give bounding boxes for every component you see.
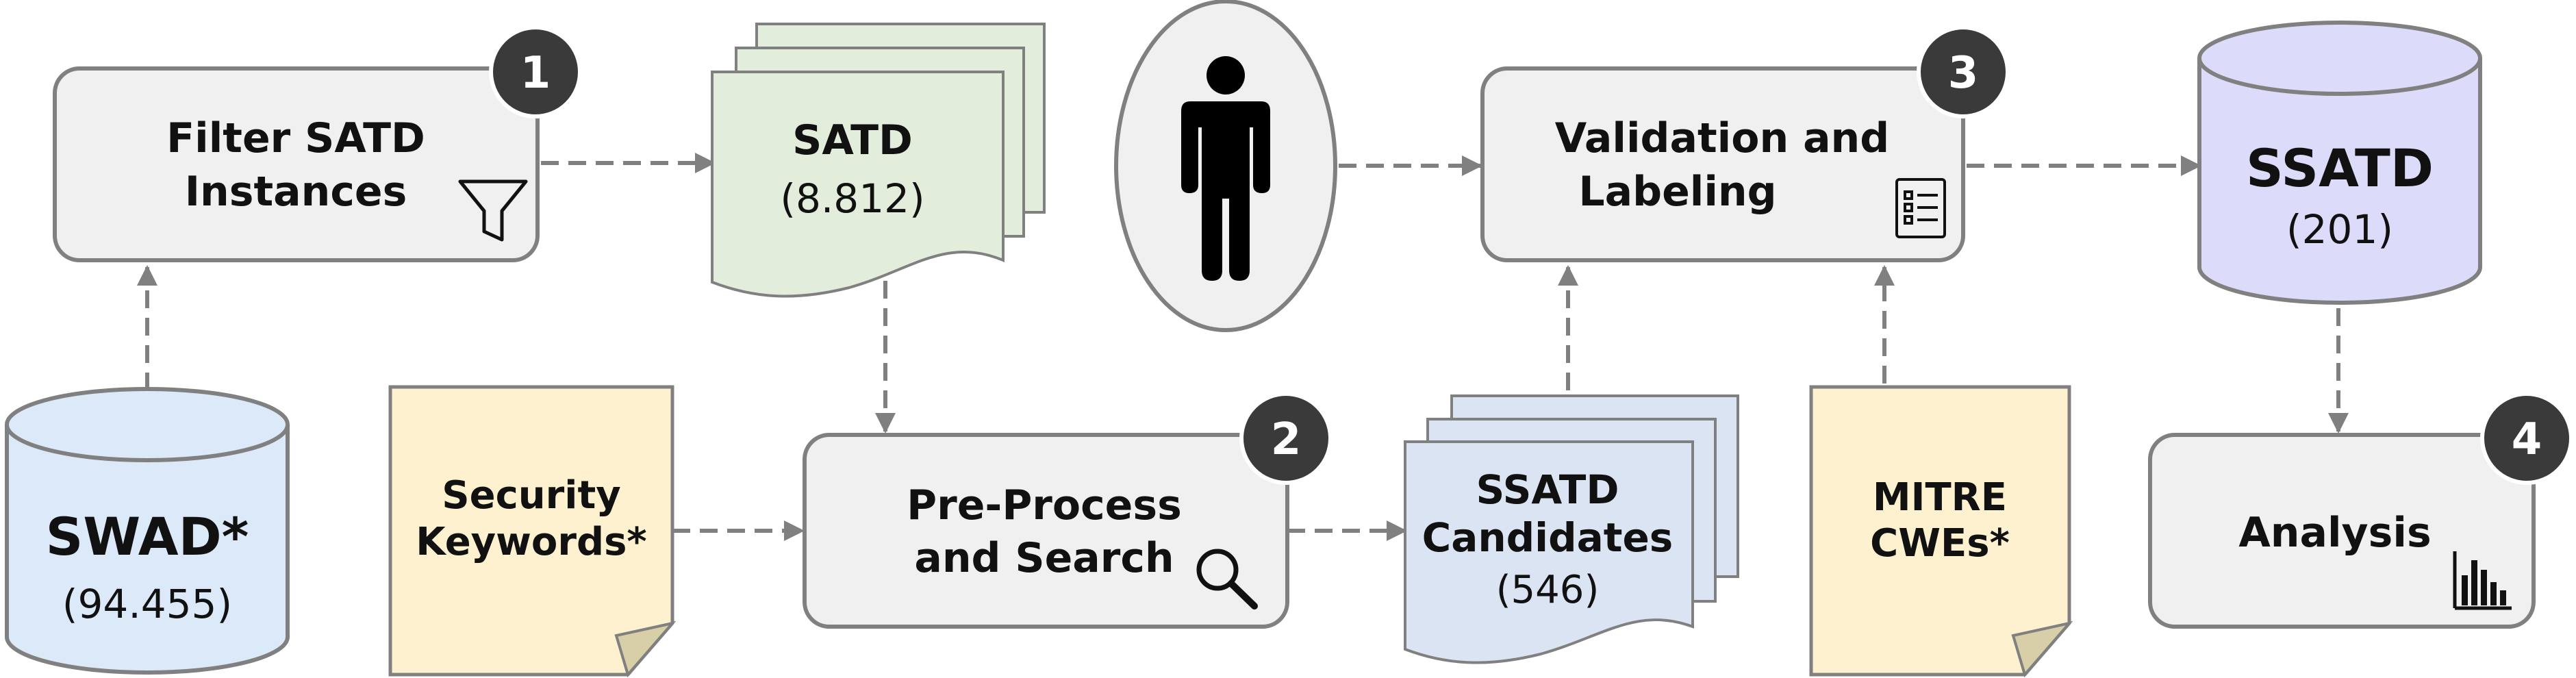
step-label-line1: Filter SATD bbox=[166, 114, 425, 162]
db-body bbox=[5, 425, 290, 675]
step-label-line1: Validation and bbox=[1555, 114, 1889, 162]
db-swad: SWAD* (94.455) bbox=[5, 387, 290, 675]
process-box bbox=[53, 66, 540, 262]
funnel-icon bbox=[458, 179, 528, 242]
step-label-line1: Pre-Process bbox=[907, 481, 1182, 529]
process-box bbox=[2148, 433, 2536, 629]
step-badge bbox=[489, 25, 582, 118]
step-badge bbox=[1917, 25, 2010, 118]
note-keywords: Security Keywords* bbox=[388, 385, 677, 678]
doc-title-line2: Candidates bbox=[1422, 514, 1674, 561]
step-preprocess: Pre-Process and Search 2 bbox=[803, 392, 1333, 629]
doc-candidates: SSATD Candidates (546) bbox=[1404, 394, 1739, 664]
note-line2: Keywords* bbox=[416, 520, 646, 564]
step-label: Analysis bbox=[2238, 509, 2431, 557]
doc-title: SATD bbox=[792, 116, 913, 164]
step-badge-number: 3 bbox=[1948, 48, 1979, 99]
step-badge bbox=[2480, 392, 2573, 485]
db-top bbox=[2197, 21, 2482, 96]
human-actor bbox=[1114, 0, 1337, 332]
connectors bbox=[137, 153, 2349, 541]
db-title: SSATD bbox=[2246, 138, 2434, 199]
doc-sheet-front bbox=[1404, 440, 1694, 664]
step-label-line2: Instances bbox=[185, 168, 407, 216]
step-validation: Validation and Labeling 3 bbox=[1480, 25, 2010, 262]
note-line1: MITRE bbox=[1873, 475, 2007, 520]
note-cwes: MITRE CWEs* bbox=[1809, 385, 2073, 678]
note-fold bbox=[2011, 620, 2073, 678]
doc-title-line1: SSATD bbox=[1476, 466, 1619, 513]
note-fold bbox=[614, 620, 677, 678]
db-ssatd: SSATD (201) bbox=[2197, 21, 2482, 305]
doc-count: (8.812) bbox=[780, 175, 924, 222]
note-line1: Security bbox=[442, 473, 620, 518]
db-title: SWAD* bbox=[46, 506, 249, 567]
step-analysis: Analysis 4 bbox=[2148, 392, 2573, 629]
step-label-line2: and Search bbox=[914, 534, 1174, 582]
magnifier-icon bbox=[1196, 549, 1258, 610]
doc-sheet-front bbox=[711, 71, 1005, 298]
step-badge-number: 1 bbox=[520, 48, 551, 99]
checklist-icon bbox=[1895, 178, 1946, 238]
bar-chart-icon bbox=[2453, 551, 2512, 610]
process-box bbox=[803, 433, 1289, 629]
doc-satd: SATD (8.812) bbox=[711, 23, 1046, 298]
step-badge-number: 2 bbox=[1271, 414, 1302, 465]
step-badge bbox=[1239, 392, 1333, 485]
note-line2: CWEs* bbox=[1870, 521, 2010, 566]
step-badge-number: 4 bbox=[2512, 414, 2542, 465]
step-filter: Filter SATD Instances 1 bbox=[53, 25, 582, 262]
db-body bbox=[2197, 58, 2482, 305]
db-count: (94.455) bbox=[62, 581, 232, 627]
step-label-line2: Labeling bbox=[1578, 168, 1776, 216]
person-icon bbox=[1181, 56, 1270, 281]
db-top bbox=[5, 387, 290, 462]
process-box bbox=[1480, 66, 1965, 262]
db-count: (201) bbox=[2286, 206, 2393, 253]
doc-count: (546) bbox=[1496, 568, 1600, 612]
